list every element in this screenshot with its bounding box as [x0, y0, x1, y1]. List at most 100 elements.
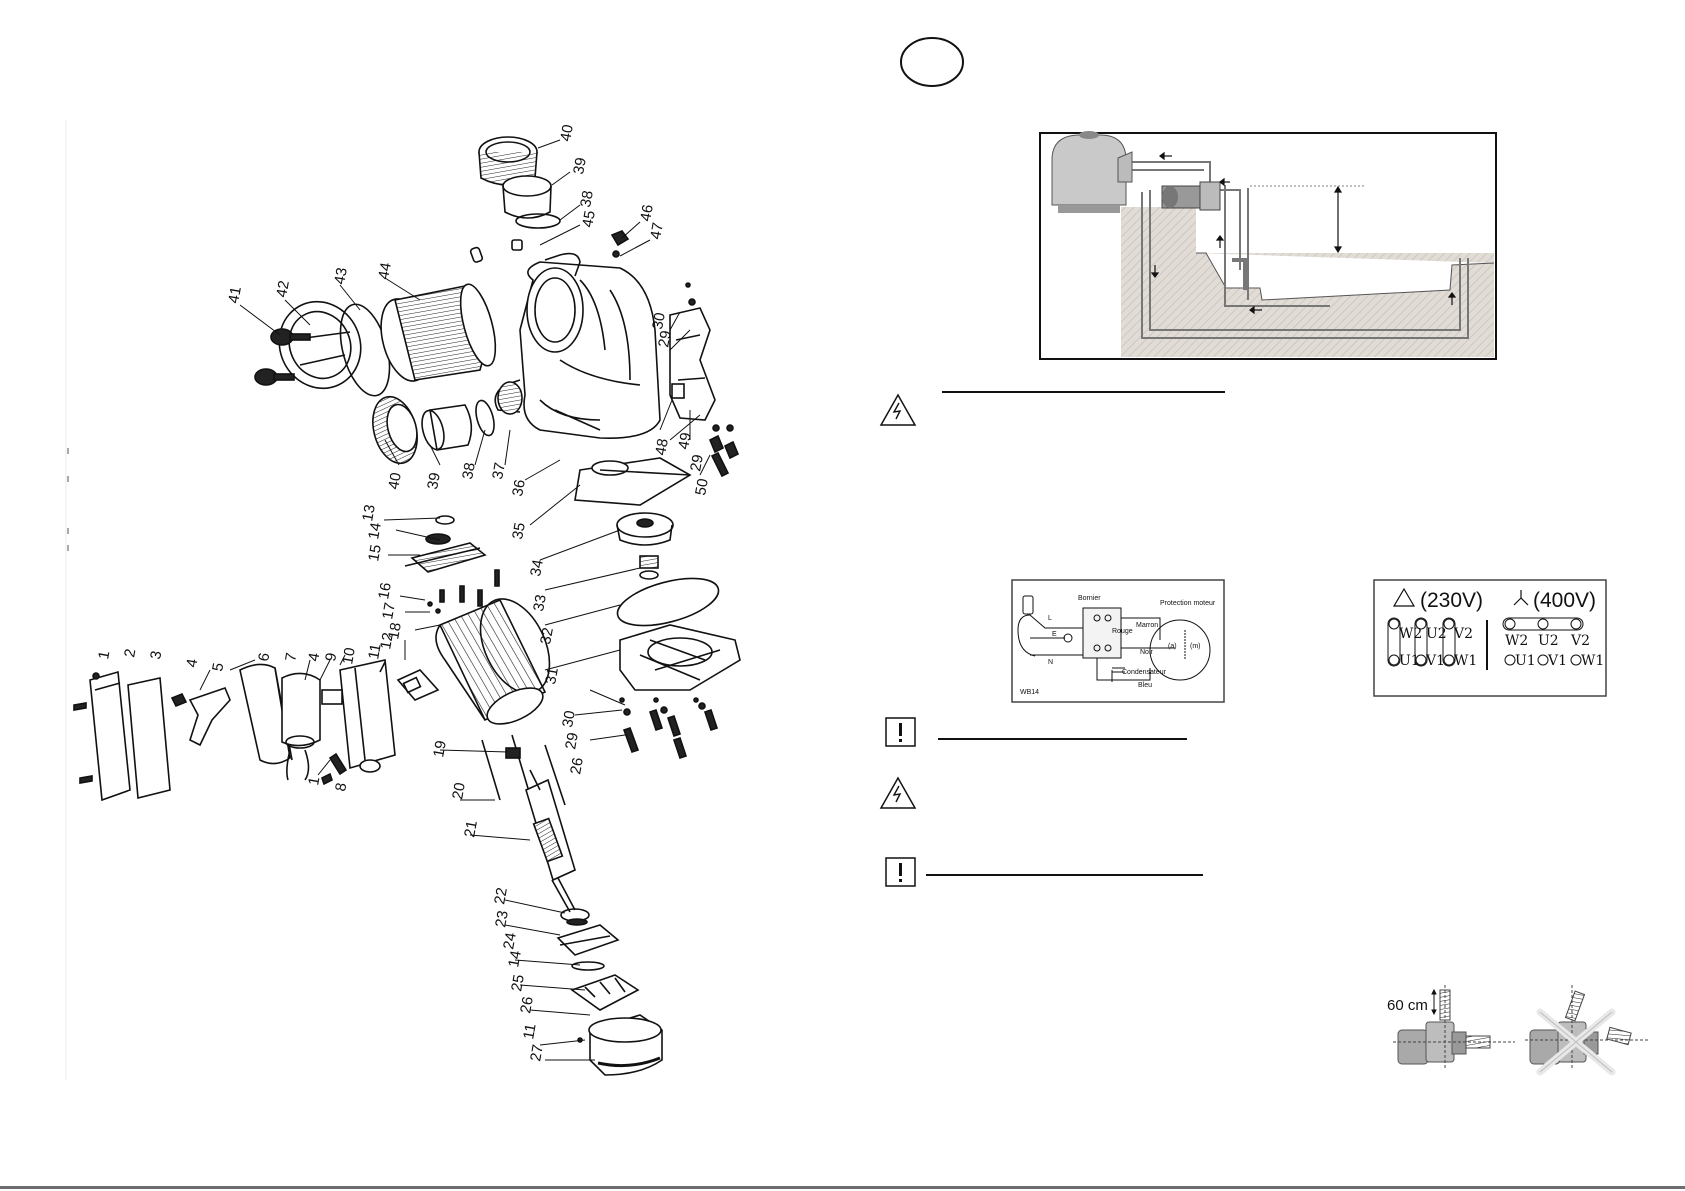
pump-body	[494, 252, 661, 439]
callout-37: 37	[489, 461, 509, 480]
callout-49: 49	[675, 431, 695, 450]
callout-15: 15	[365, 543, 385, 562]
star-u2: U2	[1538, 633, 1559, 649]
delta-voltage: (230V)	[1420, 589, 1483, 612]
wiring-e: E	[1052, 631, 1057, 638]
terminal-cover	[89, 670, 131, 802]
callout-45: 45	[579, 209, 599, 228]
motor-housing	[435, 598, 551, 725]
callout-1b: 1	[305, 776, 323, 787]
callout-8: 8	[332, 782, 350, 793]
strainer-basket	[380, 283, 497, 382]
callout-46: 46	[637, 203, 657, 222]
pump-incorrect	[1525, 985, 1648, 1070]
callout-30-lower: 30	[559, 709, 579, 728]
callout-4: 4	[183, 658, 201, 669]
terminal-gasket	[396, 669, 440, 701]
callout-11-top: 11	[365, 642, 384, 660]
star-w2: W2	[1505, 633, 1528, 649]
oring-top	[515, 213, 561, 229]
callout-1: 1	[95, 650, 113, 661]
callout-31: 31	[542, 666, 562, 685]
delta-w1: W1	[1454, 653, 1477, 669]
electric-hazard-icon-2	[879, 776, 917, 809]
callout-23: 23	[492, 909, 512, 928]
capacitor-clip	[188, 687, 231, 747]
callout-19: 19	[430, 739, 450, 758]
callout-38-side: 38	[459, 461, 479, 480]
rear-flange	[556, 924, 620, 956]
front-flange	[404, 542, 487, 573]
callout-labels: 40 39 38 45 46 47 41 42 43 44 40 39 38 3…	[95, 123, 712, 1062]
wiring-bleu: Bleu	[1138, 682, 1152, 689]
callout-29-lower: 29	[562, 731, 582, 750]
delta-w2: W2	[1399, 626, 1422, 642]
drain-plug	[610, 230, 630, 258]
language-circle	[900, 37, 964, 87]
wiring-m: (m)	[1190, 643, 1201, 650]
callout-16: 16	[375, 581, 395, 600]
callout-44: 44	[375, 261, 395, 280]
callout-14b: 14	[505, 949, 525, 968]
rotor	[525, 769, 576, 913]
attention-section-1	[885, 717, 1187, 747]
seal-plate	[619, 624, 741, 691]
capacitor	[239, 663, 321, 781]
callout-6: 6	[255, 652, 273, 663]
callout-47: 47	[647, 221, 667, 240]
delta-u1: U1	[1399, 653, 1420, 669]
star-icon	[1513, 590, 1529, 606]
delta-v2: V2	[1453, 626, 1473, 642]
callout-27: 27	[527, 1043, 547, 1062]
callout-30-upper: 30	[649, 311, 669, 330]
callout-50: 50	[692, 477, 712, 496]
star-w1: W1	[1581, 653, 1604, 669]
callout-29-right: 29	[687, 453, 707, 472]
callout-12: 12	[377, 631, 397, 650]
callout-10: 10	[339, 646, 359, 665]
callout-7: 7	[282, 652, 300, 663]
delta-u2: U2	[1426, 626, 1447, 642]
diffuser-plate	[574, 457, 692, 506]
pump-correct	[1393, 985, 1515, 1070]
wiring-condensateur: Condensateur	[1122, 669, 1167, 676]
callout-48: 48	[652, 437, 672, 456]
callout-38-top: 38	[577, 189, 597, 208]
callout-11: 11	[520, 1022, 539, 1040]
callout-18: 18	[385, 621, 405, 640]
callout-21: 21	[461, 819, 481, 838]
star-v2: V2	[1570, 633, 1590, 649]
wiring-rouge: Rouge	[1112, 628, 1133, 635]
callout-5: 5	[209, 662, 227, 673]
wiring-bornier: Bornier	[1078, 595, 1101, 602]
mechanical-seal	[639, 555, 659, 580]
callout-17: 17	[379, 601, 399, 620]
wiring-marron: Marron	[1136, 622, 1158, 629]
fan	[570, 974, 640, 1011]
callout-32: 32	[537, 626, 557, 645]
callout-40-top: 40	[557, 123, 577, 142]
callout-36: 36	[509, 478, 529, 497]
attention-section-2	[885, 857, 1203, 887]
body-oring	[616, 577, 720, 627]
fan-cover	[577, 1014, 663, 1076]
pipe-top	[502, 175, 552, 219]
wiring-noir: Noir	[1140, 649, 1154, 656]
delta-v1: V1	[1425, 653, 1445, 669]
callout-2: 2	[121, 648, 139, 659]
delta-icon	[1392, 587, 1416, 607]
union-nut-side	[372, 395, 495, 465]
cover-gasket	[127, 677, 171, 800]
callout-9: 9	[322, 652, 340, 663]
callout-42: 42	[273, 279, 293, 298]
callout-40-side: 40	[385, 471, 405, 490]
wiring-protection: Protection moteur	[1160, 600, 1216, 607]
callout-34: 34	[527, 558, 547, 577]
single-phase-wiring: Bornier Protection moteur Marron Rouge N…	[1011, 579, 1225, 703]
star-v1: V1	[1547, 653, 1567, 669]
callout-24: 24	[500, 931, 520, 950]
star-u1: U1	[1515, 653, 1536, 669]
callout-13: 13	[359, 503, 379, 522]
star-voltage: (400V)	[1533, 589, 1596, 612]
